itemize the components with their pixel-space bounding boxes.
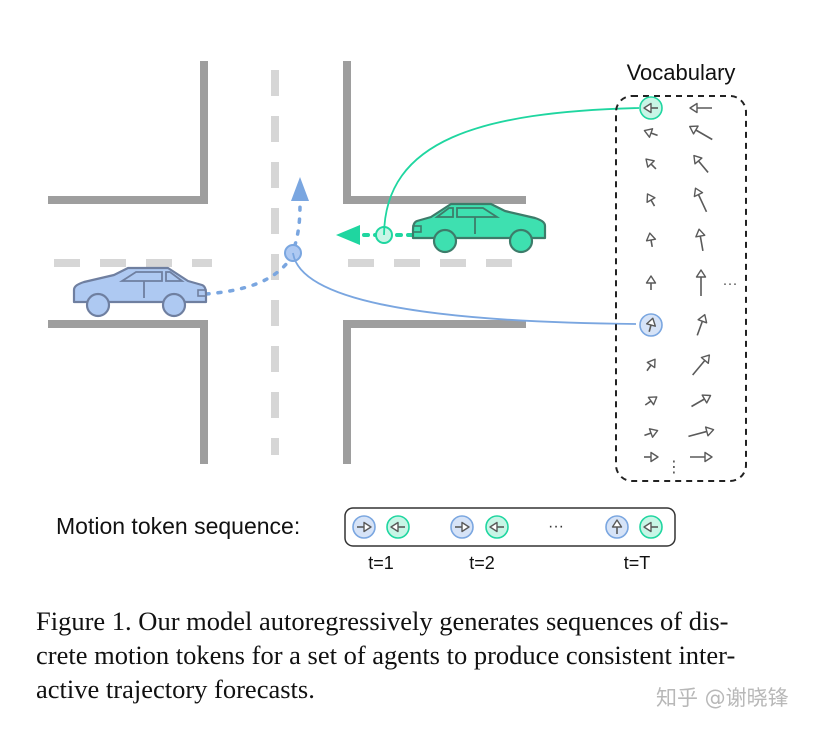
sequence-token-blue <box>605 515 629 539</box>
vocabulary-title: Vocabulary <box>627 60 736 85</box>
road-edge-top-left <box>48 61 208 204</box>
arrow-icon <box>692 354 711 376</box>
time-label-2: t=2 <box>469 553 495 573</box>
motion-token-sequence: Motion token sequence: ··· t=1 t=2 t=T <box>56 507 676 573</box>
arrow-icon <box>645 232 657 248</box>
car-icon <box>72 266 208 318</box>
arrow-icon <box>489 521 504 533</box>
caption-line-3: active trajectory forecasts. <box>36 674 315 704</box>
blue-token-link <box>292 252 637 325</box>
arrow-icon <box>390 521 405 533</box>
vocab-token-selected-green <box>639 96 663 120</box>
arrow-icon <box>645 275 657 290</box>
arrow-icon <box>644 451 659 463</box>
vocabulary-box <box>615 95 747 482</box>
sequence-token-blue <box>450 515 474 539</box>
arrow-icon <box>645 317 657 332</box>
arrow-icon <box>644 428 659 438</box>
arrow-icon <box>693 187 708 213</box>
figure-caption: Figure 1. Our model autoregressively gen… <box>36 604 772 706</box>
sequence-label: Motion token sequence: <box>56 513 300 539</box>
blue-agent <box>72 177 637 325</box>
sequence-token-green <box>485 515 509 539</box>
sequence-token-green <box>639 515 663 539</box>
arrow-icon <box>696 313 708 336</box>
road-edge-bottom-right <box>343 320 526 464</box>
time-label-1: t=1 <box>368 553 394 573</box>
arrow-icon <box>646 358 656 372</box>
road-edge-bottom-left <box>48 320 208 464</box>
vocabulary-ellipsis-horizontal: ··· <box>723 275 738 292</box>
road-edge-top-right <box>343 61 526 204</box>
arrow-icon <box>646 193 656 207</box>
vocabulary-tokens <box>639 96 715 463</box>
vocabulary: Vocabulary ··· ⋮ <box>615 60 747 482</box>
caption-line-2: crete motion tokens for a set of agents … <box>36 640 736 670</box>
sequence-tokens <box>352 515 663 539</box>
road-edges <box>48 61 526 464</box>
arrow-icon <box>643 102 658 114</box>
caption-line-1: Figure 1. Our model autoregressively gen… <box>36 606 729 636</box>
arrow-icon <box>693 154 709 173</box>
sequence-ellipsis: ··· <box>548 518 564 535</box>
arrow-icon <box>695 269 707 296</box>
arrow-icon <box>357 521 372 533</box>
sequence-token-blue <box>352 515 376 539</box>
arrow-icon <box>689 125 713 141</box>
arrow-icon <box>690 451 713 463</box>
intersection <box>48 61 528 464</box>
green-arrowhead <box>336 225 360 245</box>
lane-markings <box>54 70 528 455</box>
arrow-icon <box>644 396 658 406</box>
arrow-icon <box>643 521 658 533</box>
green-agent <box>336 107 640 254</box>
vocab-token-selected-blue <box>639 313 663 337</box>
sequence-box <box>344 507 676 547</box>
arrow-icon <box>689 102 712 114</box>
arrow-icon <box>645 158 657 170</box>
arrow-icon <box>611 519 623 534</box>
watermark: 知乎 @谢晓锋 <box>656 686 789 710</box>
blue-trajectory <box>204 201 302 296</box>
arrow-icon <box>691 394 712 408</box>
arrow-icon <box>643 128 658 138</box>
car-icon <box>411 202 547 254</box>
sequence-token-green <box>386 515 410 539</box>
vocabulary-ellipsis-vertical: ⋮ <box>666 459 682 476</box>
time-label-T: t=T <box>624 553 651 573</box>
blue-arrowhead <box>291 177 309 201</box>
arrow-icon <box>455 521 470 533</box>
arrow-icon <box>688 426 715 438</box>
arrow-icon <box>695 228 706 251</box>
green-token-link <box>383 107 640 236</box>
